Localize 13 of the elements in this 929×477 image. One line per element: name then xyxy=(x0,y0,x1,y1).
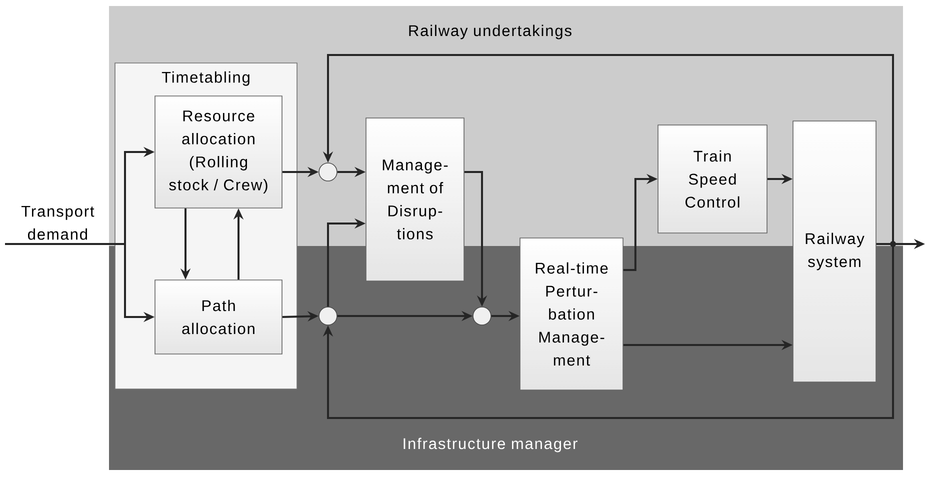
input-label: Transport demand xyxy=(21,206,94,240)
process-box: Manage- ment of Disrup- tions xyxy=(366,118,464,282)
summing-junction xyxy=(318,306,338,326)
region-label: Infrastructure manager xyxy=(404,438,578,452)
summing-junction xyxy=(318,162,338,182)
process-box: Path allocation xyxy=(154,280,282,354)
arrow xyxy=(322,243,894,419)
process-box: Railway system xyxy=(792,120,876,382)
process-box: Real-time Pertur- bation Manage- ment xyxy=(520,238,624,390)
process-box: Resource allocation (Rolling stock / Crew) xyxy=(154,96,282,208)
region-label: Railway undertakings xyxy=(409,24,572,40)
summing-junction xyxy=(472,306,492,326)
process-box: Train Speed Control xyxy=(658,124,768,234)
